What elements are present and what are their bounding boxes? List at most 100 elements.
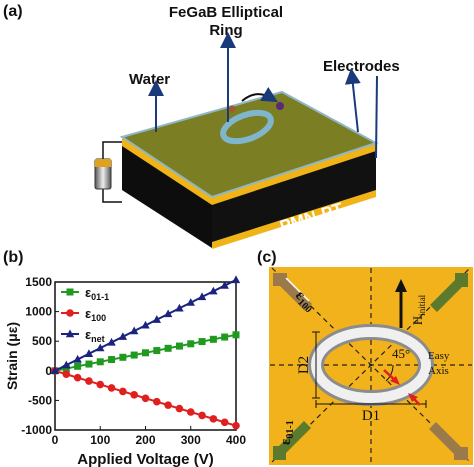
legend-marker-100 bbox=[66, 309, 74, 317]
electrode-pointer-side bbox=[375, 75, 378, 159]
data-point-net bbox=[231, 275, 241, 284]
legend-label-net: εnet bbox=[85, 327, 105, 344]
strain-arrow-100-bottomright bbox=[429, 422, 468, 460]
data-point-net bbox=[209, 286, 218, 295]
h-initial-label: Hinitial bbox=[410, 294, 427, 325]
data-point-01-1 bbox=[142, 349, 149, 357]
y-tick-label: 500 bbox=[32, 334, 52, 348]
data-point-100 bbox=[96, 380, 105, 389]
data-point-net bbox=[141, 320, 150, 329]
y-tick-label: -500 bbox=[28, 393, 52, 407]
easy-axis-line1: Easy bbox=[428, 350, 450, 362]
data-point-01-1 bbox=[153, 347, 161, 355]
x-tick-label: 100 bbox=[90, 433, 110, 447]
panel-a: (a) FeGaB Elliptical Ring Water Electrod… bbox=[3, 3, 400, 249]
data-point-01-1 bbox=[74, 362, 82, 370]
data-point-01-1 bbox=[209, 335, 217, 343]
wire-top bbox=[102, 141, 122, 160]
strain-arrow-011-topright bbox=[430, 273, 468, 312]
y-tick-label: 0 bbox=[45, 364, 52, 378]
battery-cap bbox=[95, 159, 111, 167]
data-point-100 bbox=[119, 387, 127, 396]
data-point-100 bbox=[220, 418, 229, 427]
ring-label-line2: Ring bbox=[209, 22, 242, 39]
angle-arc bbox=[385, 364, 394, 382]
d2-label: D2 bbox=[296, 356, 312, 374]
data-point-100 bbox=[175, 404, 184, 413]
electrode-top-edge bbox=[212, 143, 376, 205]
data-point-01-1 bbox=[85, 360, 93, 368]
electrode-pointer-top bbox=[344, 68, 361, 133]
substrate-left-face bbox=[122, 140, 212, 248]
data-point-01-1 bbox=[96, 358, 104, 366]
d1-label: D1 bbox=[362, 408, 380, 424]
strain-arrow-011-bottomleft bbox=[273, 421, 311, 460]
data-point-01-1 bbox=[62, 365, 70, 373]
water-label: Water bbox=[129, 71, 170, 88]
electrodes-label: Electrodes bbox=[323, 58, 400, 75]
y-tick-label: 1500 bbox=[25, 275, 52, 289]
ring-label-line1: FeGaB Elliptical bbox=[169, 4, 283, 21]
legend-marker-01-1 bbox=[66, 288, 74, 296]
angle-label: 45° bbox=[392, 346, 410, 361]
panel-c: (c) D2 D1 45° Easy Axis bbox=[257, 249, 473, 465]
data-point-01-1 bbox=[164, 344, 172, 352]
electrode-left-edge bbox=[122, 137, 212, 205]
ring-contact-dot-left bbox=[228, 105, 236, 113]
data-point-net bbox=[220, 281, 229, 289]
data-point-100 bbox=[198, 411, 206, 420]
data-point-100 bbox=[107, 384, 116, 392]
legend-marker-net bbox=[65, 329, 75, 338]
data-point-100 bbox=[130, 391, 138, 399]
rotation-arrow bbox=[241, 87, 278, 103]
data-point-net bbox=[129, 326, 139, 335]
x-tick-label: 400 bbox=[226, 433, 246, 447]
data-point-01-1 bbox=[119, 353, 127, 361]
data-point-01-1 bbox=[232, 331, 240, 339]
strain-arrow-100-topleft bbox=[273, 273, 312, 311]
easy-axis-line2: Axis bbox=[428, 365, 449, 377]
data-point-100 bbox=[164, 401, 172, 409]
wire-bottom bbox=[102, 188, 122, 203]
y-axis-title: Strain (με) bbox=[4, 322, 20, 390]
data-point-01-1 bbox=[175, 342, 183, 350]
data-point-net bbox=[84, 349, 94, 357]
data-point-net bbox=[96, 343, 105, 352]
x-tick-label: 0 bbox=[52, 433, 59, 447]
data-point-net bbox=[118, 332, 128, 340]
data-point-100 bbox=[209, 415, 218, 423]
data-point-net bbox=[50, 366, 60, 374]
data-point-01-1 bbox=[221, 333, 229, 341]
data-point-100 bbox=[153, 397, 161, 406]
data-point-100 bbox=[186, 408, 195, 416]
panel-c-label: (c) bbox=[257, 249, 277, 266]
electrode-bottom-edge bbox=[212, 190, 376, 249]
data-point-net bbox=[73, 354, 82, 363]
legend-label-100: ε100 bbox=[85, 306, 106, 323]
data-point-net bbox=[186, 298, 195, 306]
data-point-01-1 bbox=[130, 351, 138, 359]
legend-label-01-1: ε01-1 bbox=[85, 285, 109, 302]
data-point-net bbox=[107, 337, 116, 346]
data-point-100 bbox=[232, 421, 240, 430]
data-point-100 bbox=[62, 370, 71, 379]
x-tick-label: 200 bbox=[135, 433, 155, 447]
data-point-01-1 bbox=[198, 338, 206, 346]
x-axis-title: Applied Voltage (V) bbox=[77, 451, 213, 467]
elliptical-ring bbox=[220, 109, 274, 145]
y-tick-label: -1000 bbox=[21, 423, 52, 437]
data-point-01-1 bbox=[108, 356, 116, 364]
data-point-net bbox=[175, 303, 184, 312]
data-point-net bbox=[152, 315, 162, 323]
x-tick-label: 300 bbox=[181, 433, 201, 447]
panel-a-label: (a) bbox=[3, 3, 23, 20]
panel-b-label: (b) bbox=[3, 249, 23, 266]
eps011-label: ε01-1 bbox=[278, 420, 296, 445]
data-point-net bbox=[163, 309, 173, 318]
data-point-net bbox=[197, 292, 207, 301]
data-point-net bbox=[62, 360, 71, 369]
data-point-100 bbox=[85, 377, 93, 385]
substrate-front-face bbox=[212, 146, 376, 248]
